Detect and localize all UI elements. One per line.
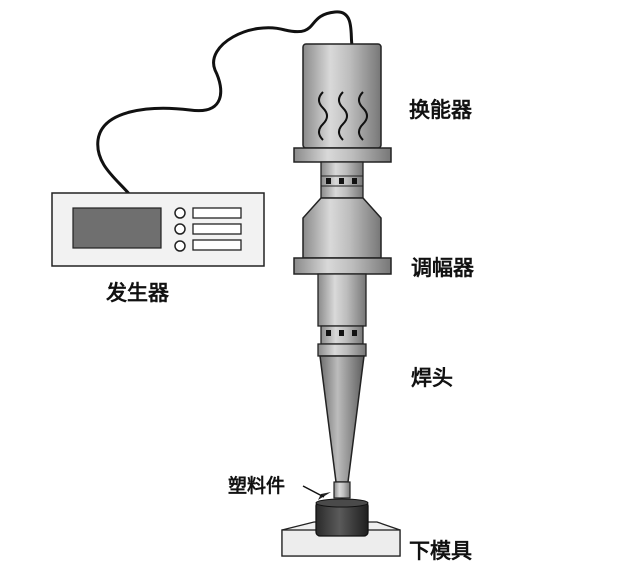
generator-unit [51, 192, 265, 267]
generator-knob [174, 223, 186, 235]
generator-knob [174, 207, 186, 219]
signal-cable [96, 10, 354, 196]
generator-knob [174, 240, 186, 252]
label-plastic-part: 塑料件 [228, 475, 286, 497]
label-lower-mold: 下模具 [409, 539, 472, 563]
label-generator: 发生器 [106, 281, 169, 305]
label-booster: 调幅器 [411, 256, 474, 280]
transducer [293, 43, 392, 163]
coupling-upper [320, 161, 364, 199]
plastic-part [302, 481, 351, 500]
horn [317, 343, 367, 483]
label-transducer: 换能器 [409, 98, 472, 122]
label-horn: 焊头 [411, 366, 453, 390]
generator-display [72, 207, 162, 249]
lower-mold [281, 498, 401, 557]
booster [293, 197, 392, 345]
